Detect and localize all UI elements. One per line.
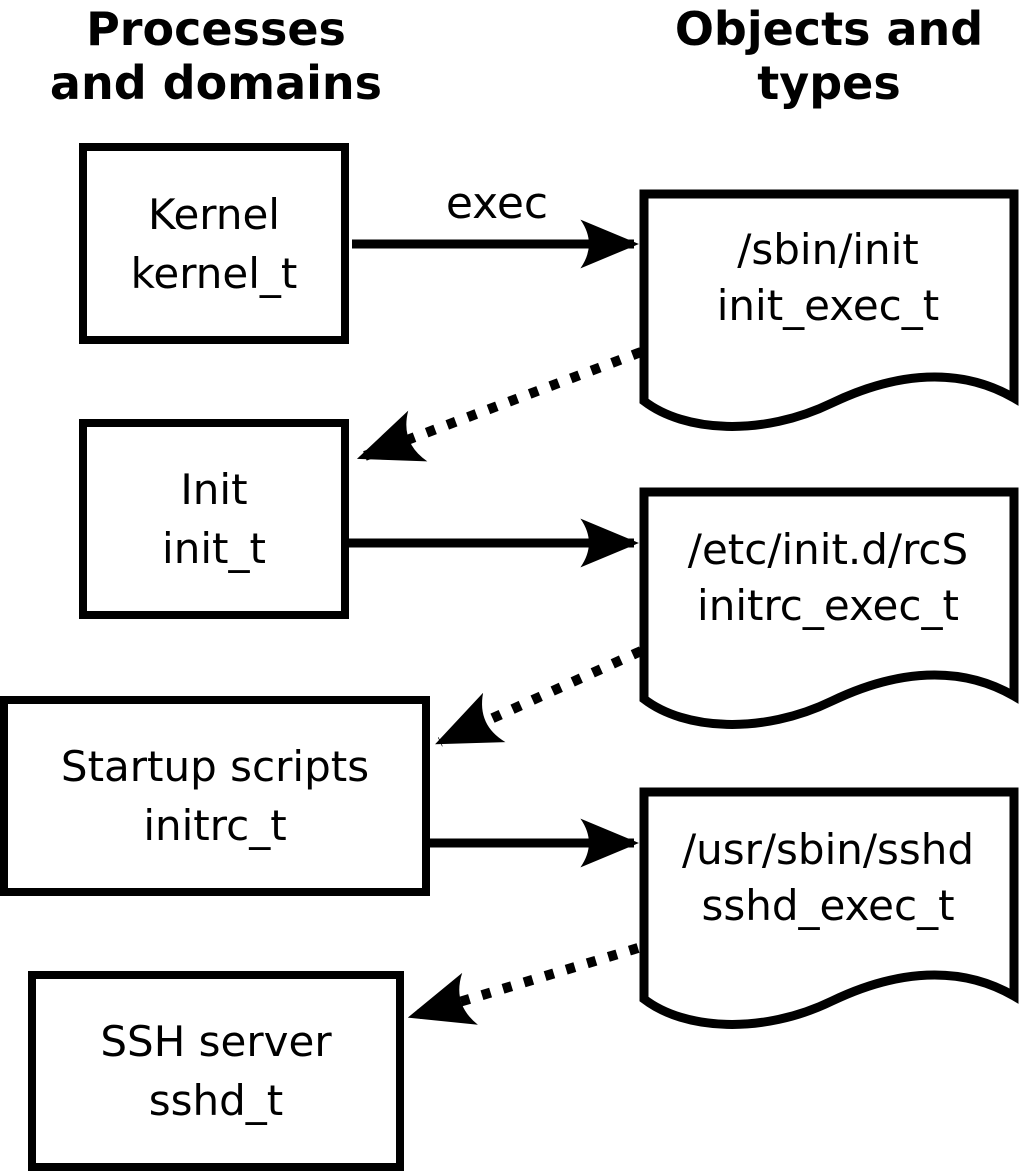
object-initrc-exec-type: initrc_exec_t [697,581,959,630]
document-shape-sshd-exec [639,787,1019,1029]
object-sshd-exec-type: sshd_exec_t [701,881,955,930]
object-sshd-exec: /usr/sbin/sshd sshd_exec_t [650,822,1006,934]
column-heading-processes: Processes and domains [0,2,432,110]
document-shape-init-exec [639,189,1019,431]
column-heading-processes-line1: Processes [86,2,346,56]
document-shape-initrc-exec [639,487,1019,729]
column-heading-processes-line2: and domains [49,56,383,110]
column-heading-objects: Objects and types [634,2,1024,110]
transition-arrow-init-exec-to-init [356,347,643,462]
object-init-exec-path: /sbin/init [737,225,919,274]
object-initrc-exec-path: /etc/init.d/rcS [687,525,969,574]
object-sshd-exec-path: /usr/sbin/sshd [681,825,975,874]
node-init: Init init_t [79,419,349,619]
node-init-domain: init_t [162,524,266,573]
node-startup-scripts: Startup scripts initrc_t [0,696,430,896]
node-startup-scripts-domain: initrc_t [143,801,287,850]
node-kernel-domain: kernel_t [130,248,298,298]
object-init-exec-type: init_exec_t [716,281,940,330]
node-ssh-server: SSH server sshd_t [28,971,404,1171]
node-ssh-server-name: SSH server [100,1017,332,1066]
object-init-exec: /sbin/init init_exec_t [650,222,1006,334]
exec-edge-label: exec [445,178,549,229]
column-heading-objects-line2: types [757,56,901,110]
object-initrc-exec: /etc/init.d/rcS initrc_exec_t [650,522,1006,634]
node-startup-scripts-name: Startup scripts [60,742,370,791]
node-kernel: Kernel kernel_t [79,143,349,344]
node-init-name: Init [180,465,248,514]
node-kernel-name: Kernel [148,189,280,239]
node-ssh-server-domain: sshd_t [148,1076,284,1125]
column-heading-objects-line1: Objects and [674,2,984,56]
transition-arrow-sshd-exec-to-sshd [407,943,640,1025]
transition-arrow-initrc-exec-to-startup [435,646,644,747]
